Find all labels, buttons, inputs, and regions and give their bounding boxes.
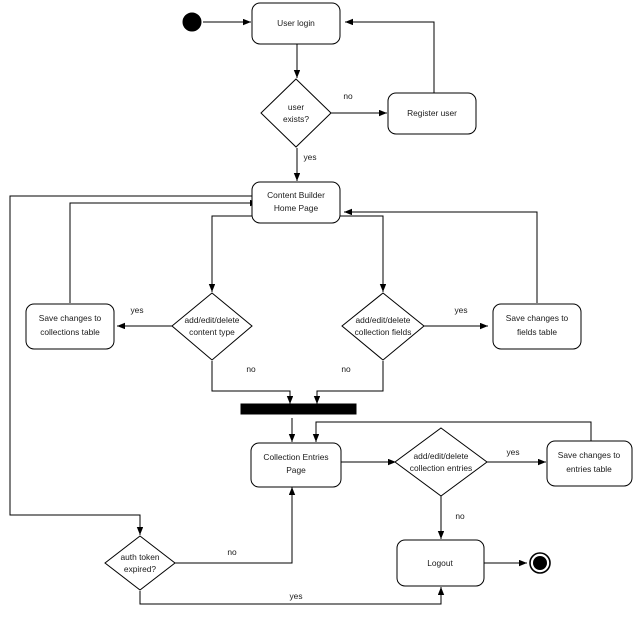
- node-collection-entries-box[interactable]: [250, 442, 342, 488]
- edge-save-fields-to-content-builder: [344, 208, 538, 303]
- edge-auth-token-no-to-collection-entries: [175, 487, 296, 564]
- initial-node-start[interactable]: [182, 12, 202, 32]
- final-node-end[interactable]: [529, 552, 551, 574]
- node-save-fields-table[interactable]: Save changes to fields table: [492, 303, 582, 350]
- node-save-fields-label-line2: fields table: [517, 327, 557, 337]
- node-user-exists-decision[interactable]: user exists?: [260, 78, 332, 148]
- node-logout-box[interactable]: [396, 539, 485, 587]
- node-save-fields-box[interactable]: [492, 303, 582, 350]
- node-content-builder-home-page[interactable]: Content Builder Home Page: [251, 181, 341, 224]
- node-save-collections-box[interactable]: [25, 303, 115, 350]
- node-save-entries-box[interactable]: [546, 440, 633, 487]
- node-auth-token-decision[interactable]: auth token expired?: [104, 535, 176, 591]
- node-auth-token-label-line2: expired?: [124, 564, 156, 574]
- node-save-fields-label-line1: Save changes to: [506, 313, 569, 323]
- node-user-exists-label-line2: exists?: [283, 114, 309, 124]
- edge-save-entries-to-collection-entries: [312, 421, 592, 442]
- edge-label-collection-fields-no: no: [341, 364, 351, 374]
- node-collection-fields-label-line1: add/edit/delete: [356, 315, 411, 325]
- node-logout-label: Logout: [427, 558, 453, 568]
- edge-content-builder-to-content-type-decision: [208, 215, 265, 292]
- node-collection-entries-decision-line2: collection entries: [410, 463, 472, 473]
- synchronization-bar[interactable]: [240, 403, 357, 415]
- edge-save-collections-to-content-builder: [69, 199, 258, 303]
- edge-label-content-type-no: no: [246, 364, 256, 374]
- node-content-type-decision[interactable]: add/edit/delete content type: [171, 292, 253, 361]
- node-collection-fields-decision[interactable]: add/edit/delete collection fields: [341, 292, 425, 361]
- edge-label-collection-entries-no: no: [455, 511, 465, 521]
- node-collection-entries-label-line1: Collection Entries: [263, 452, 328, 462]
- node-content-builder-label-line2: Home Page: [274, 203, 319, 213]
- node-collection-entries-label-line2: Page: [286, 465, 306, 475]
- edge-label-auth-token-yes: yes: [289, 591, 302, 601]
- edge-labels-layer: no yes yes no yes no yes no no yes: [130, 91, 519, 601]
- node-save-entries-table[interactable]: Save changes to entries table: [546, 440, 633, 487]
- node-content-builder-label-line1: Content Builder: [267, 190, 325, 200]
- node-auth-token-label-line1: auth token: [120, 552, 159, 562]
- edge-label-user-exists-no: no: [343, 91, 353, 101]
- edge-auth-token-yes-to-logout: [139, 587, 445, 605]
- node-content-type-label-line1: add/edit/delete: [185, 315, 240, 325]
- edge-content-type-no-to-join-bar: [211, 361, 294, 404]
- edges-layer: register user --> content builder --> sa…: [9, 18, 592, 605]
- node-content-type-diamond[interactable]: [171, 292, 253, 361]
- node-save-entries-label-line2: entries table: [566, 464, 612, 474]
- node-auth-token-diamond[interactable]: [104, 535, 176, 591]
- node-collection-entries-decision[interactable]: add/edit/delete collection entries: [394, 427, 488, 497]
- edge-label-collection-fields-yes: yes: [454, 305, 467, 315]
- node-save-entries-label-line1: Save changes to: [558, 450, 621, 460]
- edge-label-auth-token-no: no: [227, 547, 237, 557]
- node-content-type-label-line2: content type: [189, 327, 235, 337]
- edge-label-user-exists-yes: yes: [303, 152, 316, 162]
- edge-left-loop-to-auth-token-decision: [9, 195, 258, 535]
- node-register-user[interactable]: Register user: [387, 92, 477, 135]
- node-register-user-label: Register user: [407, 108, 457, 118]
- edge-label-collection-entries-yes: yes: [506, 447, 519, 457]
- edge-content-builder-to-collection-fields-decision: [330, 215, 387, 292]
- node-collection-entries-page[interactable]: Collection Entries Page: [250, 442, 342, 488]
- node-collection-fields-label-line2: collection fields: [355, 327, 412, 337]
- node-user-exists-diamond[interactable]: [260, 78, 332, 148]
- node-collection-entries-decision-line1: add/edit/delete: [414, 451, 469, 461]
- final-node-inner-dot: [533, 556, 547, 570]
- node-save-collections-table[interactable]: Save changes to collections table: [25, 303, 115, 350]
- node-user-login-label: User login: [277, 18, 315, 28]
- node-logout[interactable]: Logout: [396, 539, 485, 587]
- node-save-collections-label-line1: Save changes to: [39, 313, 102, 323]
- node-user-login[interactable]: User login: [251, 2, 341, 45]
- node-collection-entries-diamond[interactable]: [394, 427, 488, 497]
- edge-register-user-to-user-login: [345, 18, 435, 93]
- node-content-builder-box[interactable]: [251, 181, 341, 224]
- node-collection-fields-diamond[interactable]: [341, 292, 425, 361]
- node-register-user-box[interactable]: [387, 92, 477, 135]
- edge-label-content-type-yes: yes: [130, 305, 143, 315]
- node-user-login-box[interactable]: [251, 2, 341, 45]
- node-user-exists-label-line1: user: [288, 102, 305, 112]
- edge-collection-fields-no-to-join-bar: [313, 361, 384, 404]
- node-save-collections-label-line2: collections table: [40, 327, 100, 337]
